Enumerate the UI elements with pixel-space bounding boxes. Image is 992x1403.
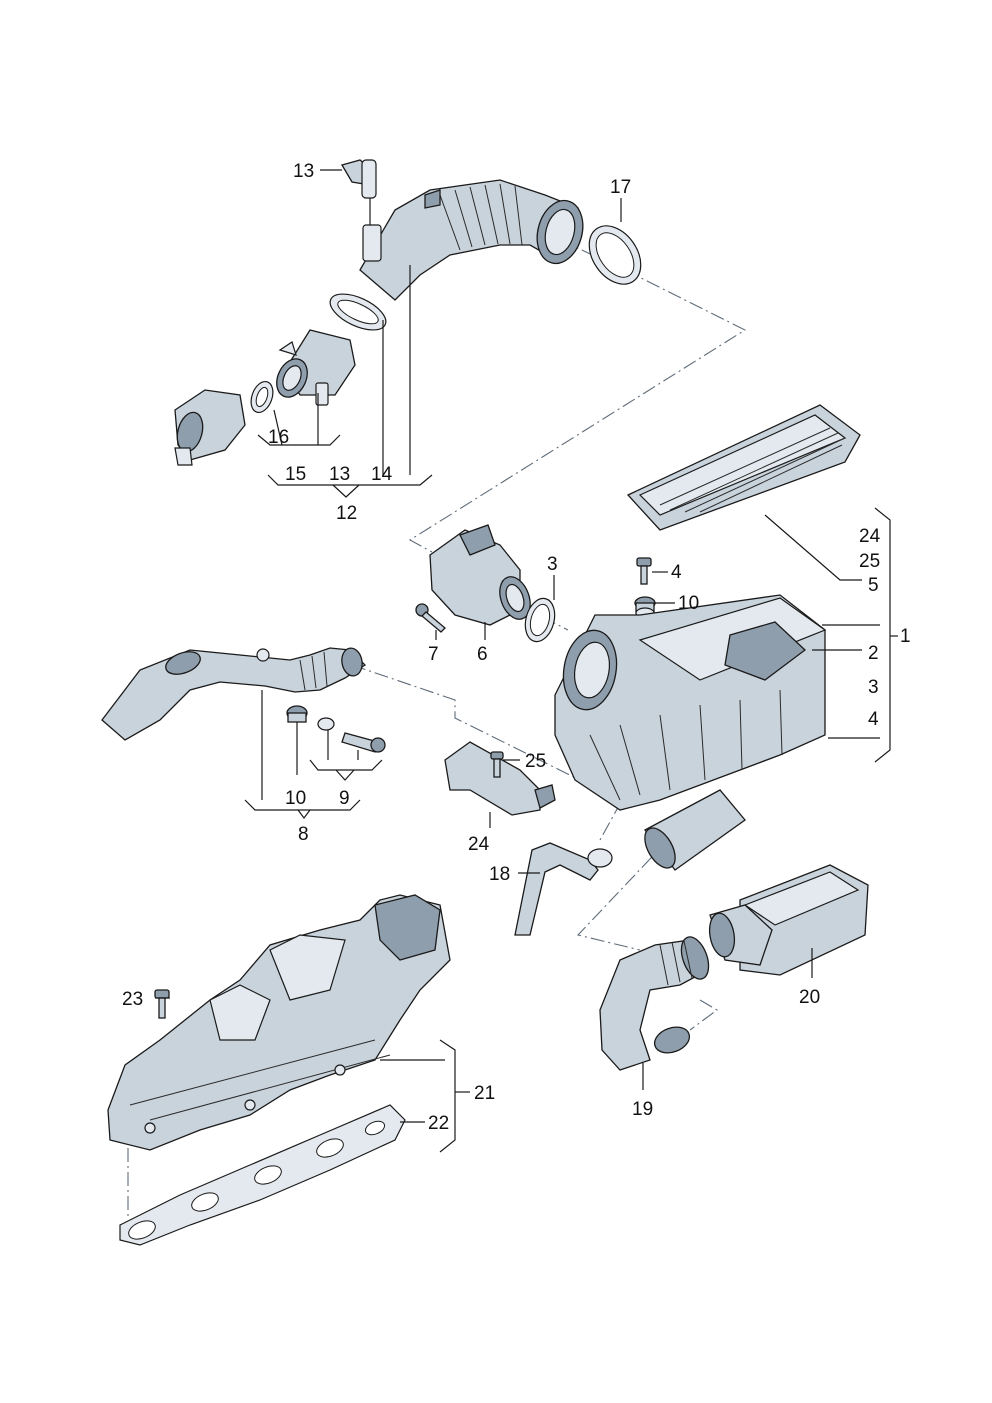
intake-duct-20 xyxy=(708,864,869,976)
drain-hose-18 xyxy=(514,842,613,936)
bracket-24 xyxy=(444,741,556,816)
label-15: 15 xyxy=(285,464,306,485)
label-23: 23 xyxy=(122,989,143,1010)
label-25-right: 25 xyxy=(859,551,880,572)
pipe-8 xyxy=(101,647,367,741)
label-3-right: 3 xyxy=(868,677,879,698)
label-17: 17 xyxy=(610,177,631,198)
hose-19 xyxy=(599,936,710,1071)
label-19: 19 xyxy=(632,1099,653,1120)
fasteners-9 xyxy=(317,717,386,753)
label-2: 2 xyxy=(868,643,879,664)
label-10-top: 10 xyxy=(678,593,699,614)
hose-clamp-14 xyxy=(329,293,387,331)
screw-4 xyxy=(636,557,652,585)
screw-7 xyxy=(415,603,446,633)
label-10-bottom: 10 xyxy=(285,788,306,809)
label-4-top: 4 xyxy=(671,562,682,583)
leader-lines xyxy=(155,169,898,1153)
air-filter-housing-1 xyxy=(554,594,827,811)
adapter-15 xyxy=(276,329,356,406)
label-16: 16 xyxy=(268,427,289,448)
label-1: 1 xyxy=(900,626,911,647)
label-5: 5 xyxy=(868,575,879,596)
airflow-meter-6 xyxy=(429,524,531,626)
intake-manifold-21 xyxy=(107,894,451,1151)
intake-hose-12 xyxy=(359,179,584,301)
label-8: 8 xyxy=(298,824,309,845)
gasket-22 xyxy=(119,1104,406,1246)
turbo-inlet xyxy=(174,389,246,466)
label-6: 6 xyxy=(477,644,488,665)
air-duct-housing-outlet xyxy=(644,789,746,871)
label-21: 21 xyxy=(474,1083,495,1104)
o-ring-3 xyxy=(524,597,556,643)
label-13-bottom: 13 xyxy=(329,464,350,485)
seal-ring-16 xyxy=(250,380,274,414)
label-24-right: 24 xyxy=(859,526,881,547)
label-3-top: 3 xyxy=(547,554,558,575)
label-4-right: 4 xyxy=(868,709,879,730)
filter-element-5 xyxy=(626,404,861,531)
label-14: 14 xyxy=(371,464,393,485)
label-18: 18 xyxy=(489,864,510,885)
hose-clamp-17 xyxy=(588,225,642,285)
part-labels: 13 17 16 15 13 14 12 3 4 10 7 6 24 25 5 … xyxy=(122,161,911,1134)
label-7: 7 xyxy=(428,644,439,665)
label-25-bracket: 25 xyxy=(525,751,546,772)
label-20: 20 xyxy=(799,987,820,1008)
screw-25 xyxy=(490,751,504,778)
bolt-23 xyxy=(154,989,170,1019)
label-9: 9 xyxy=(339,788,350,809)
grommet-10-bottom xyxy=(286,705,308,723)
sensor-13 xyxy=(341,159,377,228)
label-22: 22 xyxy=(428,1113,449,1134)
label-13-top: 13 xyxy=(293,161,314,182)
label-24-bracket: 24 xyxy=(468,834,490,855)
label-12: 12 xyxy=(336,503,357,524)
